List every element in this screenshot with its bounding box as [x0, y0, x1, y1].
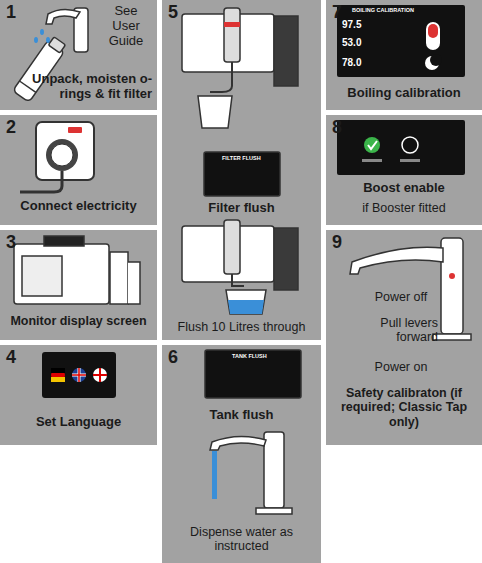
step-caption: Flush 10 Litres through	[166, 320, 317, 334]
step-panel: 9Power offPull levers forwardPower on Saf…	[326, 230, 482, 445]
step-panel: 5Filter flushFlush 10 Litres through	[162, 0, 321, 340]
screen-text: 97.5	[342, 20, 361, 30]
tank-flush-tap	[205, 350, 301, 514]
step-panel: 1 See User GuideUnpack, moisten o-rings &…	[0, 0, 157, 110]
boost-screen	[337, 120, 465, 175]
screen-text: 78.0	[342, 58, 361, 68]
screen-text: TANK FLUSH	[232, 354, 267, 360]
filter-flush-unit	[182, 8, 298, 314]
step-panel: 3Monitor display screen	[0, 230, 157, 340]
step-number: 1	[6, 2, 26, 23]
step-panel: 6Tank flushDispense water as instructed	[162, 345, 321, 563]
step-caption: See User Guide	[104, 4, 148, 49]
step-number: 9	[332, 232, 352, 253]
step-caption: Connect electricity	[4, 199, 153, 214]
step-caption: Set Language	[4, 415, 153, 430]
step-panel: 4Set Language	[0, 345, 157, 445]
screen-text: 53.0	[342, 38, 361, 48]
step-caption: Monitor display screen	[2, 314, 155, 328]
step-number: 5	[168, 2, 188, 23]
step-caption: Pull levers forward	[364, 316, 438, 345]
step-panel: 7Boiling calibration	[326, 0, 482, 110]
screen-text: BOILING CALIBRATION	[352, 8, 414, 14]
step-caption: if Booster fitted	[330, 201, 478, 215]
language-screen	[42, 352, 116, 398]
power-socket	[20, 122, 94, 192]
step-caption: Power on	[364, 360, 438, 374]
step-number: 4	[6, 347, 26, 368]
step-caption: Tank flush	[166, 408, 317, 423]
step-number: 6	[168, 347, 188, 368]
step-panel: 2Connect electricity	[0, 115, 157, 225]
calibration-screen	[337, 5, 465, 77]
step-caption: Filter flush	[166, 201, 317, 216]
screen-text: FILTER FLUSH	[222, 156, 261, 162]
dispenser-unit	[14, 236, 140, 304]
step-panel: 8Boost enable if Booster fitted	[326, 115, 482, 225]
step-number: 3	[6, 232, 26, 253]
step-caption: Safety calibraton (if required; Classic …	[332, 386, 476, 429]
step-caption: Power off	[364, 290, 438, 304]
step-number: 8	[332, 117, 352, 138]
step-caption: Dispense water as instructed	[176, 525, 307, 554]
step-number: 2	[6, 117, 26, 138]
step-caption: Boiling calibration	[330, 86, 478, 101]
step-caption: Unpack, moisten o-rings & fit filter	[26, 72, 152, 102]
step-caption: Boost enable	[330, 181, 478, 196]
